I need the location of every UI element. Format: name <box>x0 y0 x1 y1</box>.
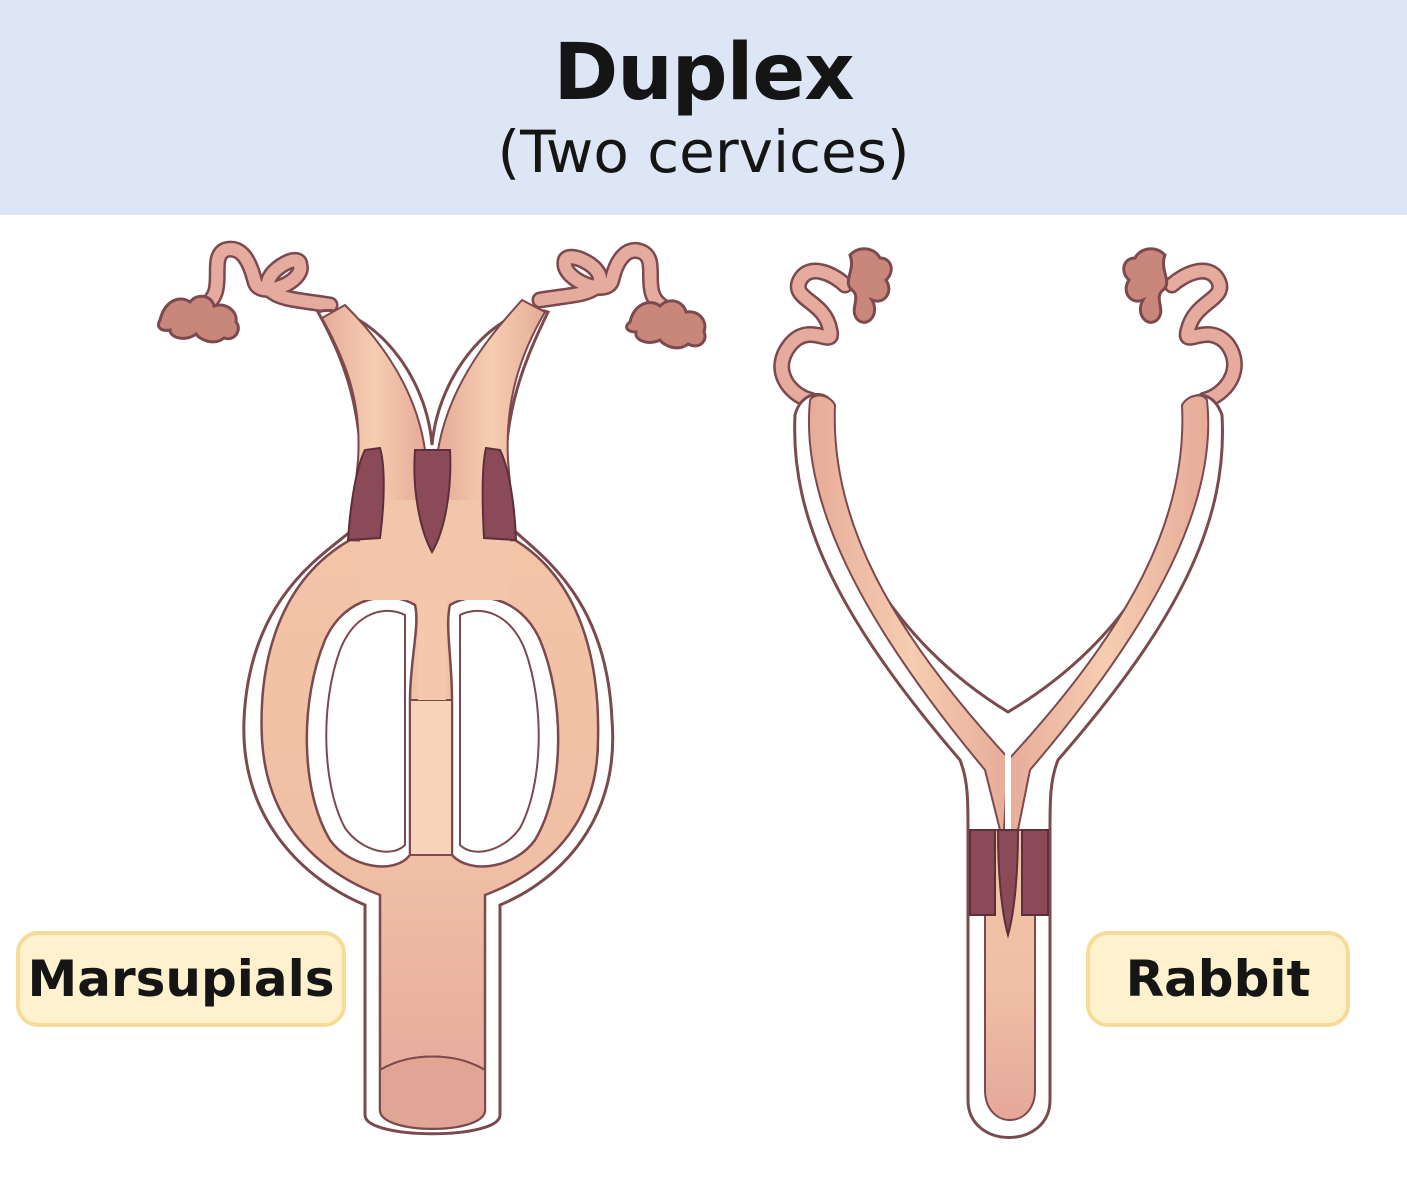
marsupial-ovary-left <box>156 294 240 344</box>
diagram-title: Duplex <box>553 28 854 118</box>
diagram-subtitle: (Two cervices) <box>497 118 910 186</box>
marsupial-ovary-right <box>625 299 707 350</box>
label-marsupials-text: Marsupials <box>27 950 335 1008</box>
header-banner: Duplex (Two cervices) <box>0 0 1407 215</box>
marsupial-oviduct-right <box>531 241 671 315</box>
rabbit-cervix-left <box>969 829 996 916</box>
marsupial-reproductive-tract <box>156 240 707 1136</box>
label-marsupials: Marsupials <box>16 931 346 1027</box>
marsupial-oviduct-left <box>196 240 339 314</box>
marsupial-cervix-right <box>481 446 518 542</box>
rabbit-uterine-horn-left <box>808 394 1014 831</box>
rabbit-cervix-middle <box>996 829 1020 939</box>
rabbit-ovary-left <box>846 247 893 324</box>
marsupial-cervix-left <box>346 446 385 542</box>
rabbit-oviduct-left <box>773 262 854 409</box>
rabbit-ovary-right <box>1122 247 1169 324</box>
label-rabbit-text: Rabbit <box>1125 950 1311 1008</box>
rabbit-cervix-right <box>1021 829 1049 916</box>
rabbit-uterine-horn-right <box>1002 394 1210 831</box>
marsupial-cervix-middle <box>413 449 452 555</box>
label-rabbit: Rabbit <box>1086 931 1350 1027</box>
rabbit-oviduct-right <box>1163 262 1243 409</box>
rabbit-reproductive-tract <box>773 247 1243 1139</box>
marsupial-median-vagina <box>409 699 453 856</box>
